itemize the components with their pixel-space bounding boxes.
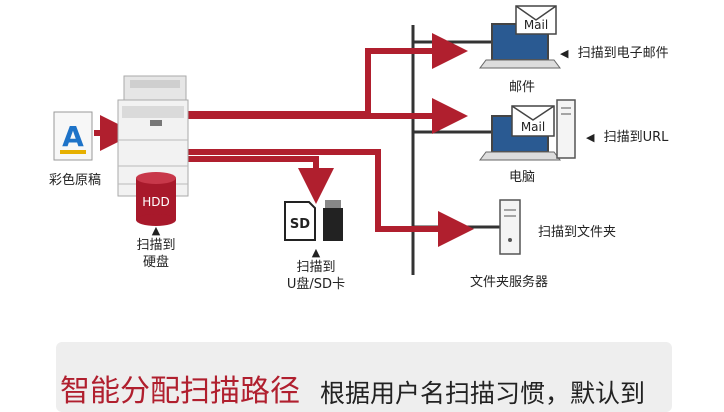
mail-badge-pc-text: Mail <box>521 120 545 134</box>
up-triangle-icon <box>120 225 192 237</box>
usb-stick-icon <box>323 200 343 241</box>
scan-to-email-label: 扫描到电子邮件 <box>560 42 669 61</box>
up-triangle-icon <box>270 247 362 259</box>
scan-to-url-label: 扫描到URL <box>586 126 669 145</box>
banner-title: 智能分配扫描路径 <box>60 374 300 409</box>
usb-caption: 扫描到 U盘/SD卡 <box>286 260 346 292</box>
svg-text:A: A <box>62 120 84 153</box>
server-device-caption: 文件夹服务器 <box>470 275 549 290</box>
scan-to-url-text: 扫描到URL <box>603 130 669 145</box>
flow-to-usb <box>186 156 334 204</box>
hdd-badge-text: HDD <box>142 195 170 209</box>
original-caption: 彩色原稿 <box>48 173 101 188</box>
hdd-caption: 扫描到 硬盘 <box>136 238 176 270</box>
banner-subtitle: 根据用户名扫描习惯，默认到 <box>320 379 646 408</box>
hdd-cylinder-icon: HDD <box>136 172 176 226</box>
mail-badge-top-text: Mail <box>524 18 548 32</box>
pc-device-caption: 电脑 <box>508 170 535 185</box>
sd-badge-text: SD <box>290 217 310 232</box>
mail-envelope-icon-pc: Mail <box>511 105 555 137</box>
hdd-caption-wrap: 扫描到 硬盘 <box>120 225 192 271</box>
folder-server-icon <box>499 199 521 255</box>
flow-to-folder <box>186 149 474 247</box>
scan-to-email-text: 扫描到电子邮件 <box>577 46 669 61</box>
usb-caption-wrap: 扫描到 U盘/SD卡 <box>270 247 362 293</box>
sd-card-icon: SD <box>284 201 316 241</box>
scan-routing-diagram: A HDD SD Mail <box>53 5 576 275</box>
mail-envelope-icon-top: Mail <box>515 5 557 35</box>
flow-to-email <box>186 33 468 117</box>
email-device-caption: 邮件 <box>508 80 535 95</box>
scan-to-folder-label: 扫描到文件夹 <box>538 225 617 240</box>
color-original-document: A <box>53 111 93 161</box>
